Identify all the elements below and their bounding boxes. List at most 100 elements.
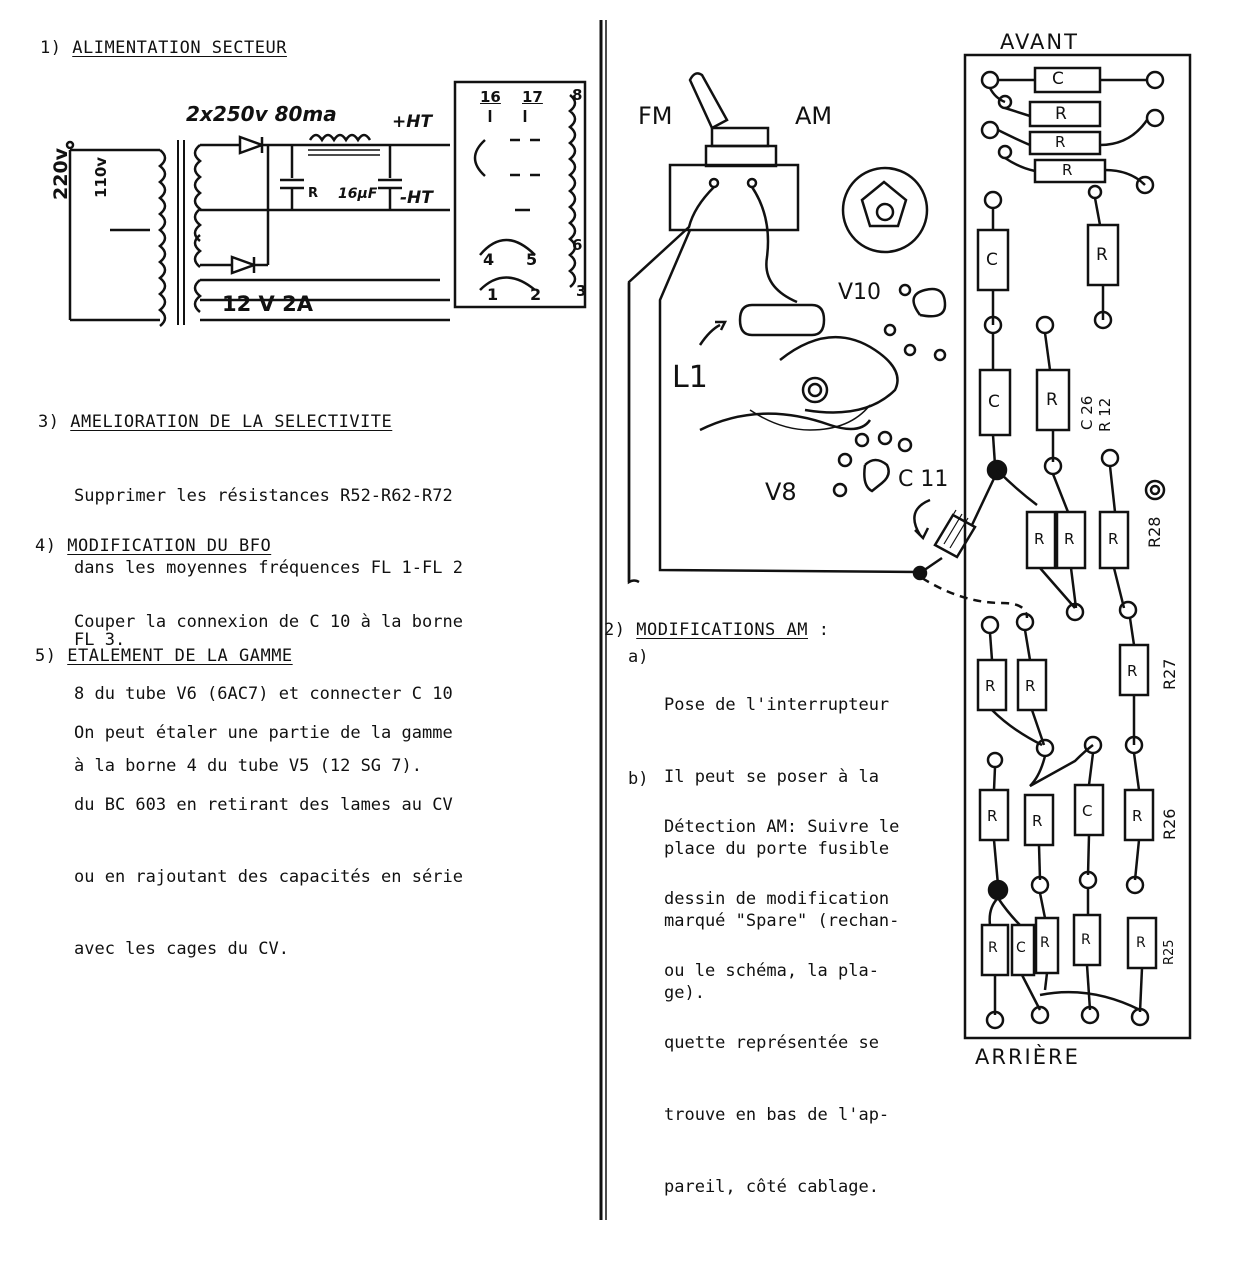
board-component-glyph: R xyxy=(987,807,998,825)
board-component-glyph: R xyxy=(1132,807,1143,825)
c26-label: C 26 xyxy=(1078,395,1096,430)
lv-label: 12 V 2A xyxy=(222,292,313,316)
board-component-glyph: R xyxy=(1046,390,1058,410)
plus-ht-label: +HT xyxy=(392,112,433,132)
section-2a-line: Il peut se poser à la xyxy=(664,767,879,787)
minus-ht-label: -HT xyxy=(400,188,433,208)
section-2a-line: Pose de l'interrupteur xyxy=(664,695,890,715)
board-component-glyph: R xyxy=(1081,932,1091,948)
resistor-label: R xyxy=(308,186,319,201)
board-component-glyph: R xyxy=(985,677,996,695)
section-5-title: ETALEMENT DE LA GAMME xyxy=(67,646,293,666)
cap-label: 16μF xyxy=(338,186,378,202)
section-5-line: ou en rajoutant des capacités en série xyxy=(74,867,463,887)
section-2a-line: place du porte fusible xyxy=(664,839,890,859)
section-4-body: Couper la connexion de C 10 à la borne 8… xyxy=(74,562,463,802)
r25-label: R25 xyxy=(1162,939,1177,965)
board-component-glyph: C xyxy=(1082,802,1093,820)
pin-1: 1 xyxy=(487,285,499,304)
board-component-glyph: R xyxy=(1062,161,1073,179)
section-2b-line: Détection AM: Suivre le xyxy=(664,817,900,837)
board-component-glyph: R xyxy=(1032,812,1043,830)
board-rear-label: ARRIÈRE xyxy=(975,1045,1080,1069)
v110-label: 110v xyxy=(92,156,110,198)
section-2b-label: b) xyxy=(628,769,649,789)
r28-label: R28 xyxy=(1145,516,1164,548)
section-2-number: 2) xyxy=(604,620,626,640)
r27-label: R27 xyxy=(1160,658,1179,690)
section-2-heading: 2) MODIFICATIONS AM : xyxy=(604,620,830,640)
board-component-glyph: R xyxy=(1127,662,1138,680)
section-2b-line: dessin de modification xyxy=(664,889,890,909)
fm-label: FM xyxy=(638,102,673,130)
section-5-line: avec les cages du CV. xyxy=(74,939,289,959)
section-4-line: 8 du tube V6 (6AC7) et connecter C 10 xyxy=(74,684,453,704)
pin-8: 8 xyxy=(572,86,583,104)
board-component-glyph: R xyxy=(1034,530,1045,548)
pin-2: 2 xyxy=(530,285,542,304)
pin-16: 16 xyxy=(480,88,501,106)
section-1-number: 1) xyxy=(40,38,62,58)
section-5-body: On peut étaler une partie de la gamme du… xyxy=(74,673,463,985)
pin-17: 17 xyxy=(522,88,543,106)
section-4-heading: 4) MODIFICATION DU BFO xyxy=(35,536,271,556)
v8-label: V8 xyxy=(765,478,797,506)
section-4-number: 4) xyxy=(35,536,57,556)
pin-5: 5 xyxy=(526,250,538,269)
section-2b-line: trouve en bas de l'ap- xyxy=(664,1105,890,1125)
section-4-line: à la borne 4 du tube V5 (12 SG 7). xyxy=(74,756,422,776)
board-front-label: AVANT xyxy=(1000,30,1079,54)
hv-label: 2x250v 80ma xyxy=(186,102,337,126)
r12-label: R 12 xyxy=(1096,397,1114,432)
section-3-body: Supprimer les résistances R52-R62-R72 da… xyxy=(74,436,463,676)
section-5-number: 5) xyxy=(35,646,57,666)
section-3-title: AMELIORATION DE LA SELECTIVITE xyxy=(70,412,393,432)
r26-label: R26 xyxy=(1160,808,1179,840)
section-3-heading: 3) AMELIORATION DE LA SELECTIVITE xyxy=(38,412,392,432)
board-component-glyph: R xyxy=(1136,935,1146,951)
board-layout xyxy=(963,53,1192,1040)
board-component-glyph: C xyxy=(986,250,998,270)
section-3-line: FL 3. xyxy=(74,630,126,650)
board-component-glyph: R xyxy=(1108,530,1119,548)
section-5-line: du BC 603 en retirant des lames au CV xyxy=(74,795,453,815)
board-component-glyph: C xyxy=(1052,69,1064,89)
section-3-number: 3) xyxy=(38,412,60,432)
board-component-glyph: R xyxy=(1055,133,1066,151)
l1-label: L1 xyxy=(672,360,708,395)
board-component-glyph: R xyxy=(1055,104,1067,124)
board-component-glyph: R xyxy=(1040,935,1050,951)
section-2a-body: Pose de l'interrupteur Il peut se poser … xyxy=(664,645,899,1029)
section-1-heading: 1) ALIMENTATION SECTEUR xyxy=(40,38,287,58)
section-3-line: dans les moyennes fréquences FL 1-FL 2 xyxy=(74,558,463,578)
section-2b-line: quette représentée se xyxy=(664,1033,879,1053)
pin-4: 4 xyxy=(483,250,495,269)
v220-label: 220v xyxy=(50,147,72,200)
c11-label: C 11 xyxy=(898,467,949,492)
am-label: AM xyxy=(795,102,833,130)
board-component-glyph: R xyxy=(1096,245,1108,265)
section-2b-line: pareil, côté cablage. xyxy=(664,1177,879,1197)
section-4-title: MODIFICATION DU BFO xyxy=(67,536,272,556)
board-component-glyph: R xyxy=(988,940,998,956)
board-component-glyph: C xyxy=(1016,940,1026,956)
switch-wiring-sketch xyxy=(627,72,1029,619)
section-5-heading: 5) ETALEMENT DE LA GAMME xyxy=(35,646,293,666)
section-3-line: Supprimer les résistances R52-R62-R72 xyxy=(74,486,453,506)
section-4-line: Couper la connexion de C 10 à la borne xyxy=(74,612,463,632)
section-2a-line: marqué "Spare" (rechan- xyxy=(664,911,900,931)
section-2a-label: a) xyxy=(628,647,649,667)
pin-3: 3 xyxy=(576,282,587,300)
pin-6: 6 xyxy=(572,236,583,254)
board-component-glyph: R xyxy=(1064,530,1075,548)
section-5-line: On peut étaler une partie de la gamme xyxy=(74,723,453,743)
section-2b-body: Détection AM: Suivre le dessin de modifi… xyxy=(664,767,899,1223)
v10-label: V10 xyxy=(838,280,882,305)
board-component-glyph: R xyxy=(1025,677,1036,695)
section-1-title: ALIMENTATION SECTEUR xyxy=(72,38,287,58)
section-2a-line: ge). xyxy=(664,983,705,1003)
board-component-glyph: C xyxy=(988,392,1000,412)
power-supply-schematic xyxy=(65,80,587,327)
section-2b-line: ou le schéma, la pla- xyxy=(664,961,879,981)
